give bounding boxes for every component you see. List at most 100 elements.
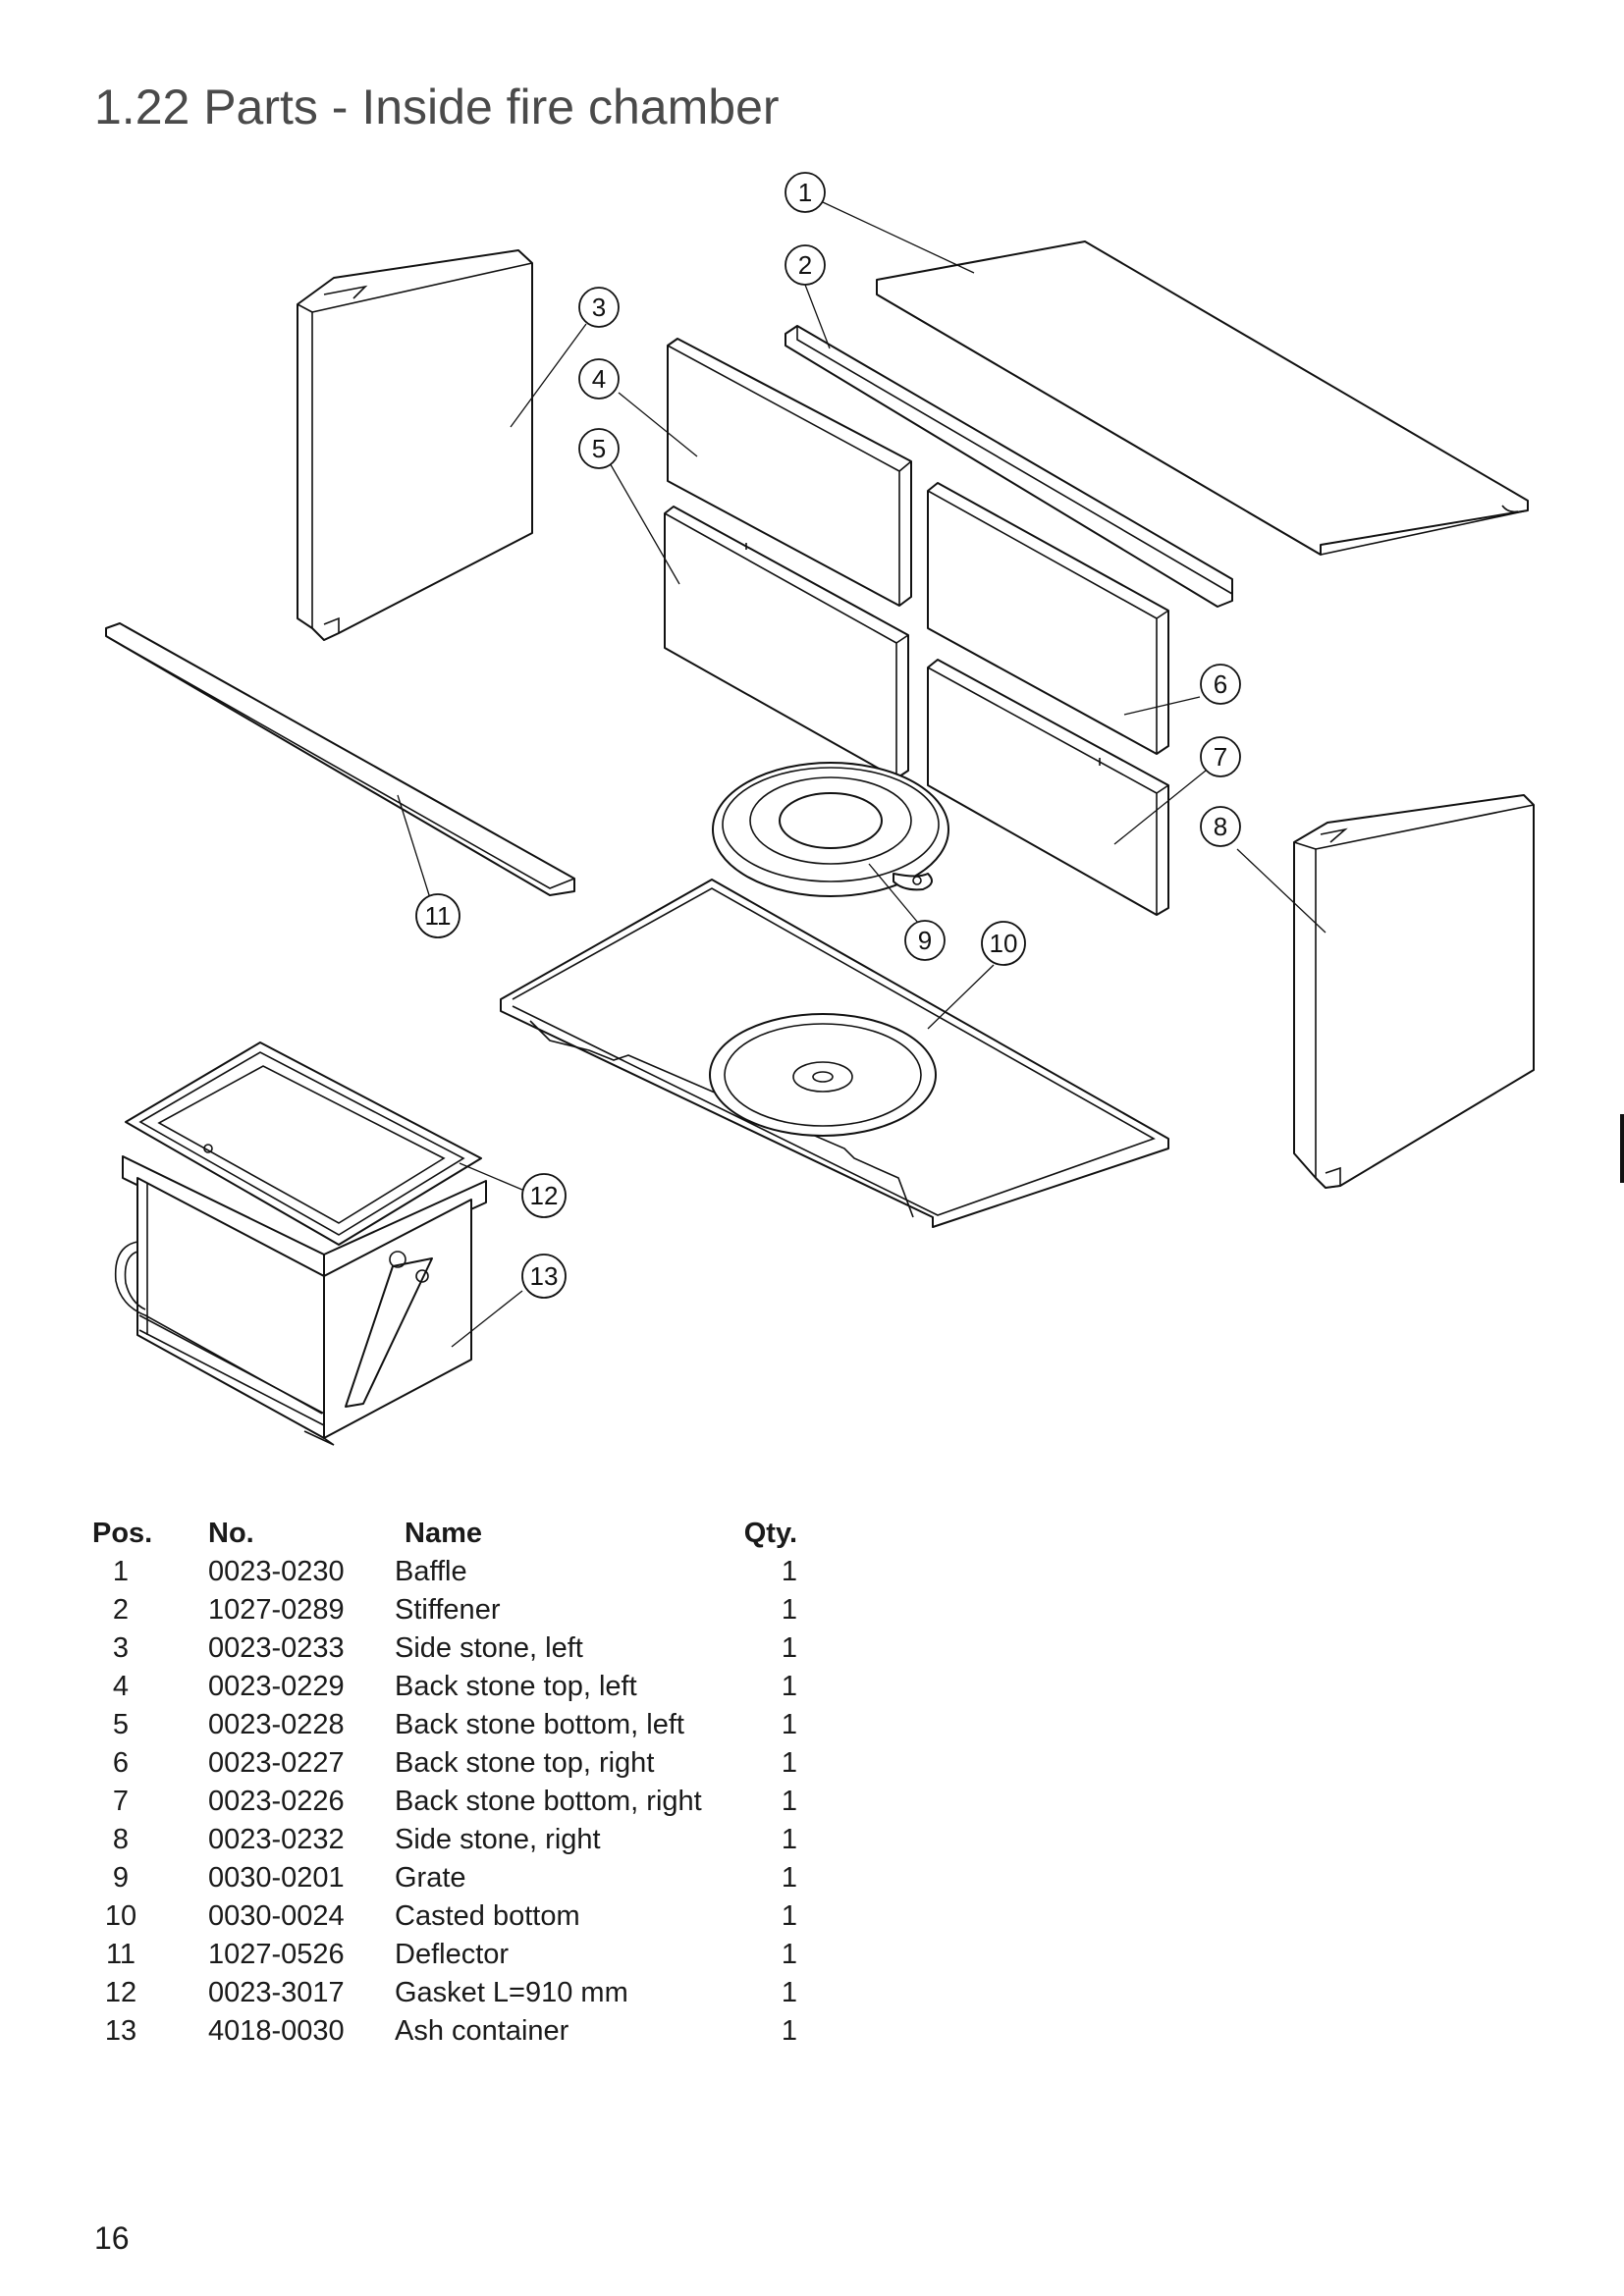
header-name: Name bbox=[405, 1517, 482, 1549]
page-number: 16 bbox=[94, 2220, 130, 2256]
callout-3: 3 bbox=[578, 287, 620, 328]
cell-qty: 1 bbox=[781, 1824, 797, 1855]
table-row: 13 4018-0030 Ash container 1 bbox=[92, 2012, 797, 2051]
table-row: 4 0023-0229 Back stone top, left 1 bbox=[92, 1668, 797, 1706]
svg-text:10: 10 bbox=[990, 929, 1018, 958]
cell-qty: 1 bbox=[781, 1632, 797, 1664]
side-stone-left-part bbox=[297, 249, 533, 641]
table-row: 9 0030-0201 Grate 1 bbox=[92, 1859, 797, 1897]
cell-name: Casted bottom bbox=[395, 1900, 580, 1932]
cell-pos: 10 bbox=[104, 1900, 137, 1932]
cell-pos: 12 bbox=[104, 1977, 137, 2008]
deflector-part bbox=[105, 622, 575, 896]
cell-pos: 6 bbox=[112, 1747, 130, 1779]
page-title: 1.22 Parts - Inside fire chamber bbox=[94, 80, 780, 134]
cell-qty: 1 bbox=[781, 1939, 797, 1970]
svg-text:4: 4 bbox=[592, 364, 606, 394]
cell-qty: 1 bbox=[781, 1671, 797, 1702]
exploded-parts-drawing: 1 2 3 4 5 6 7 8 9 10 11 12 13 bbox=[105, 172, 1535, 1446]
cell-qty: 1 bbox=[781, 1709, 797, 1740]
table-header-row: Pos. No. Name Qty. bbox=[92, 1514, 797, 1553]
cell-qty: 1 bbox=[781, 1594, 797, 1626]
cell-no: 4018-0030 bbox=[208, 2015, 345, 2047]
cell-no: 0030-0201 bbox=[208, 1862, 345, 1894]
cell-name: Gasket L=910 mm bbox=[395, 1977, 628, 2008]
cell-pos: 9 bbox=[112, 1862, 130, 1894]
table-row: 2 1027-0289 Stiffener 1 bbox=[92, 1591, 797, 1629]
svg-text:11: 11 bbox=[425, 901, 452, 931]
cell-name: Side stone, right bbox=[395, 1824, 601, 1855]
callout-8: 8 bbox=[1200, 806, 1241, 847]
callout-12: 12 bbox=[521, 1173, 567, 1218]
cell-name: Back stone bottom, right bbox=[395, 1786, 702, 1817]
cell-name: Side stone, left bbox=[395, 1632, 583, 1664]
back-stone-bottom-left-part bbox=[664, 506, 909, 779]
svg-text:12: 12 bbox=[530, 1181, 559, 1210]
callout-10: 10 bbox=[981, 921, 1026, 966]
cell-no: 1027-0289 bbox=[208, 1594, 345, 1626]
cell-name: Back stone bottom, left bbox=[395, 1709, 684, 1740]
table-row: 12 0023-3017 Gasket L=910 mm 1 bbox=[92, 1974, 797, 2012]
cell-no: 0023-0230 bbox=[208, 1556, 345, 1587]
cell-no: 0023-0228 bbox=[208, 1709, 345, 1740]
cell-no: 0023-0232 bbox=[208, 1824, 345, 1855]
cell-pos: 2 bbox=[112, 1594, 130, 1626]
cell-pos: 1 bbox=[112, 1556, 130, 1587]
cell-pos: 7 bbox=[112, 1786, 130, 1817]
cell-pos: 4 bbox=[112, 1671, 130, 1702]
cell-name: Back stone top, right bbox=[395, 1747, 655, 1779]
parts-table: Pos. No. Name Qty. 1 0023-0230 Baffle 1 … bbox=[92, 1514, 797, 2051]
svg-text:13: 13 bbox=[530, 1261, 559, 1291]
callout-6: 6 bbox=[1200, 664, 1241, 705]
table-row: 3 0023-0233 Side stone, left 1 bbox=[92, 1629, 797, 1668]
svg-text:2: 2 bbox=[798, 250, 812, 280]
cell-name: Deflector bbox=[395, 1939, 510, 1970]
cell-name: Stiffener bbox=[395, 1594, 501, 1626]
callout-11: 11 bbox=[415, 893, 460, 938]
gasket-part bbox=[125, 1041, 482, 1246]
cell-name: Grate bbox=[395, 1862, 466, 1894]
cell-no: 0023-0227 bbox=[208, 1747, 345, 1779]
svg-text:7: 7 bbox=[1214, 742, 1227, 772]
cell-no: 0023-3017 bbox=[208, 1977, 345, 2008]
cell-qty: 1 bbox=[781, 1786, 797, 1817]
table-row: 10 0030-0024 Casted bottom 1 bbox=[92, 1897, 797, 1936]
stiffener-part bbox=[785, 325, 1233, 608]
svg-text:1: 1 bbox=[798, 178, 812, 207]
header-no: No. bbox=[208, 1517, 254, 1549]
cell-pos: 5 bbox=[112, 1709, 130, 1740]
cell-pos: 3 bbox=[112, 1632, 130, 1664]
cell-no: 1027-0526 bbox=[208, 1939, 345, 1970]
baffle-part bbox=[876, 240, 1529, 556]
callout-2: 2 bbox=[785, 244, 826, 286]
cell-pos: 11 bbox=[105, 1939, 136, 1970]
cell-no: 0023-0226 bbox=[208, 1786, 345, 1817]
cell-pos: 8 bbox=[112, 1824, 130, 1855]
back-stone-bottom-right-part bbox=[927, 659, 1169, 916]
header-qty: Qty. bbox=[743, 1517, 797, 1549]
cell-qty: 1 bbox=[781, 1900, 797, 1932]
back-stone-top-right-part bbox=[927, 482, 1169, 755]
svg-text:6: 6 bbox=[1214, 669, 1227, 699]
svg-text:5: 5 bbox=[592, 434, 606, 463]
back-stone-top-left-part bbox=[667, 338, 912, 607]
cell-pos: 13 bbox=[104, 2015, 137, 2047]
cell-no: 0023-0233 bbox=[208, 1632, 345, 1664]
callout-1: 1 bbox=[785, 172, 826, 213]
side-stone-right-part bbox=[1293, 794, 1535, 1189]
cell-name: Baffle bbox=[395, 1556, 467, 1587]
svg-text:8: 8 bbox=[1214, 812, 1227, 841]
cell-qty: 1 bbox=[781, 2015, 797, 2047]
cell-no: 0023-0229 bbox=[208, 1671, 345, 1702]
grate-part bbox=[712, 762, 949, 897]
svg-text:9: 9 bbox=[918, 926, 932, 955]
cell-name: Ash container bbox=[395, 2015, 569, 2047]
cell-qty: 1 bbox=[781, 1862, 797, 1894]
callout-13: 13 bbox=[521, 1254, 567, 1299]
cell-qty: 1 bbox=[781, 1556, 797, 1587]
header-pos: Pos. bbox=[92, 1517, 153, 1549]
leader-lines bbox=[397, 201, 1326, 1348]
table-row: 7 0023-0226 Back stone bottom, right 1 bbox=[92, 1783, 797, 1821]
callout-5: 5 bbox=[578, 428, 620, 469]
callout-7: 7 bbox=[1200, 736, 1241, 777]
